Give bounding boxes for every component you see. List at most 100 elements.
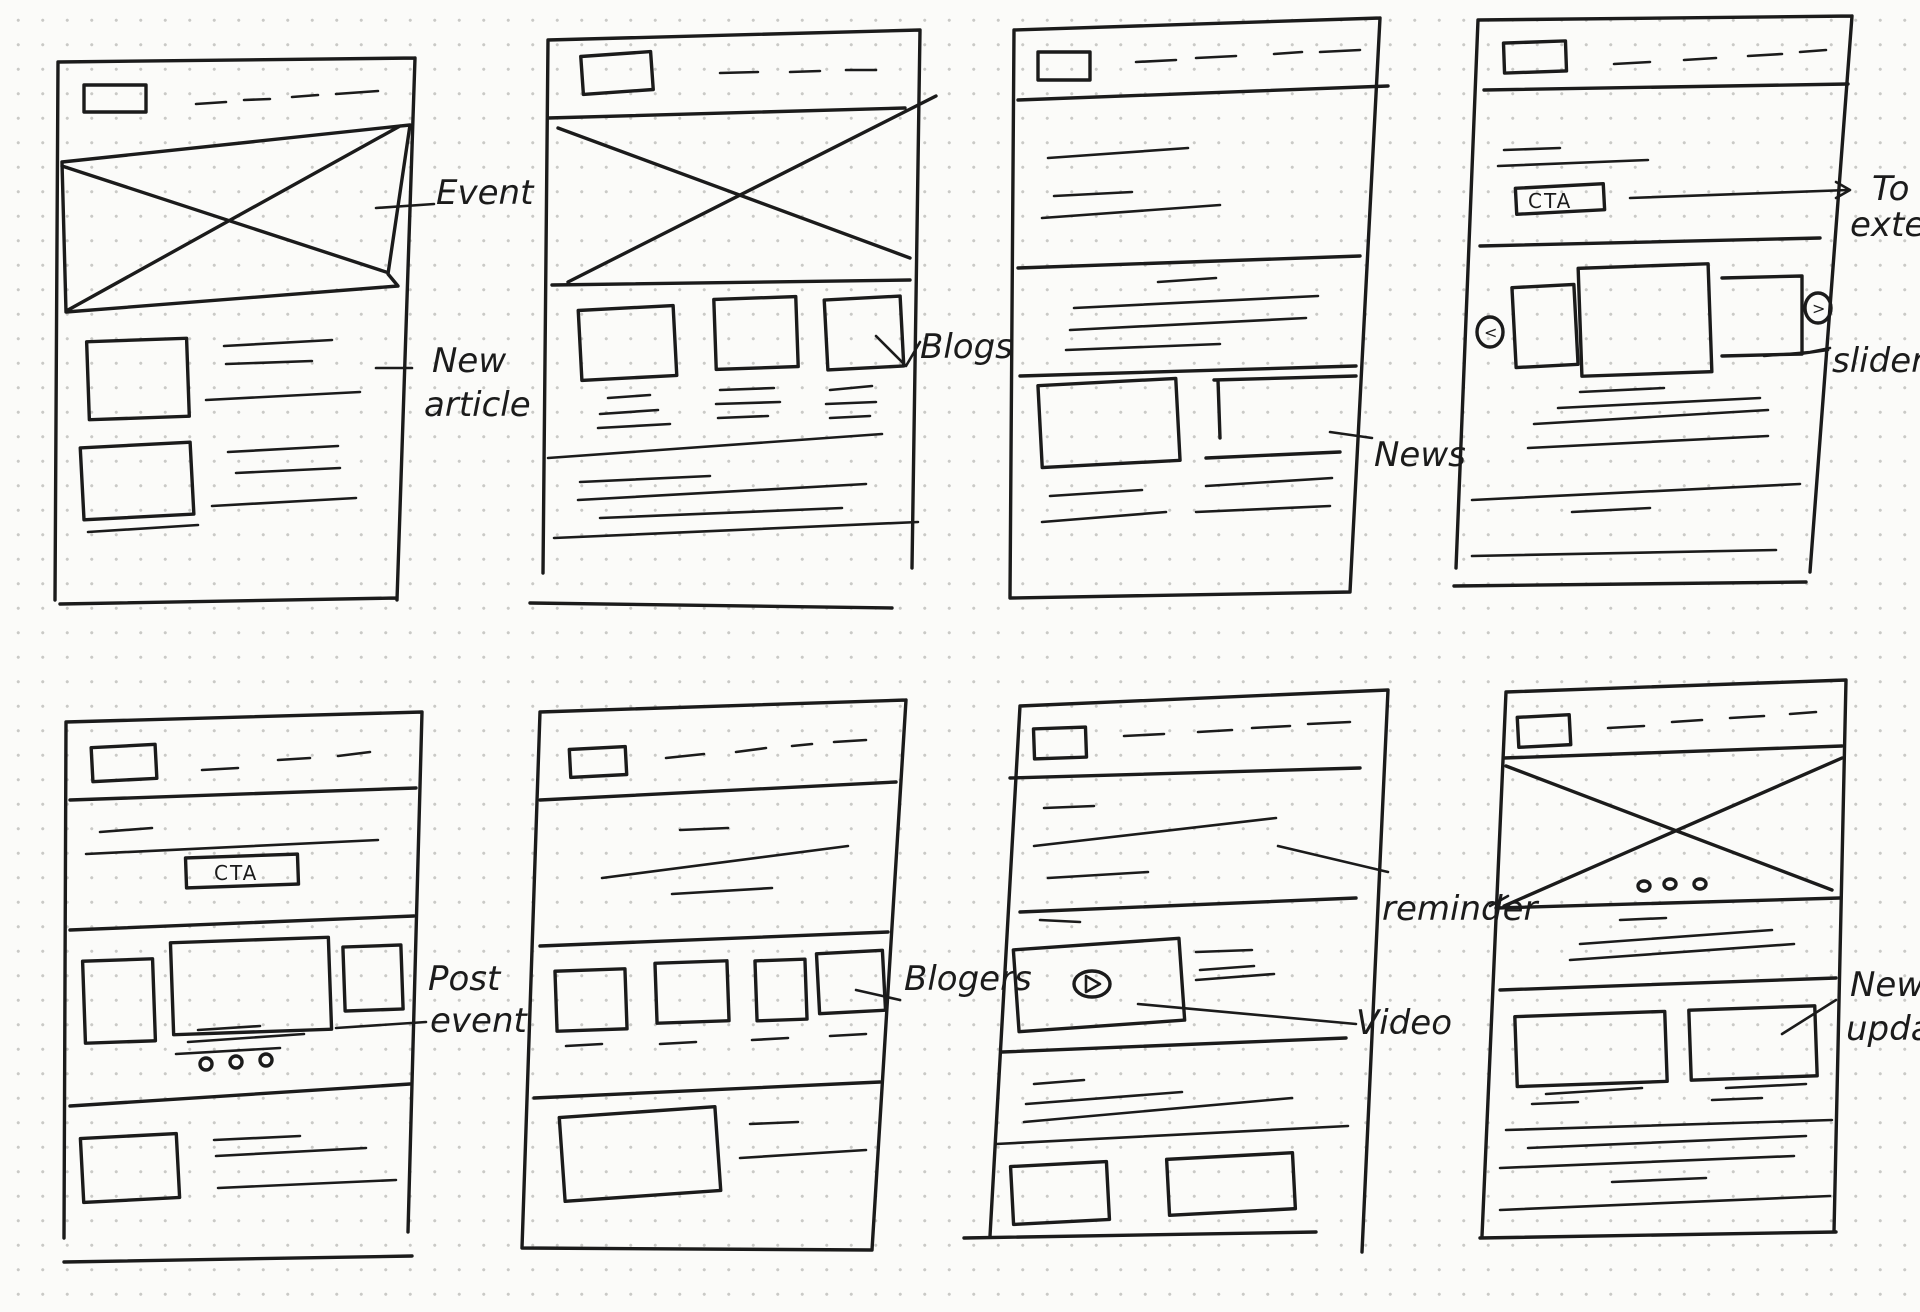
- section-divider: [1498, 976, 1838, 992]
- slide-center: [1576, 262, 1714, 378]
- hero-text: [1040, 146, 1222, 220]
- wireframe-2: [528, 28, 938, 610]
- annotation-new-article-line2: article: [424, 385, 531, 425]
- wireframe-6: [520, 698, 908, 1252]
- annotation-leaders: [334, 202, 1838, 1036]
- logo-placeholder: [1031, 725, 1089, 761]
- logo-placeholder: [89, 742, 159, 784]
- blogger-card-1: [553, 967, 629, 1033]
- slider-prev-button[interactable]: [1475, 315, 1505, 349]
- news-divider: [1018, 364, 1358, 378]
- footer-text: [546, 432, 920, 540]
- update-card-1: [1513, 1009, 1669, 1089]
- pager-dot-3[interactable]: [1692, 877, 1708, 891]
- annotation-post-event-line1: Post: [428, 959, 502, 999]
- hero-text: [600, 826, 850, 896]
- blog-thumb-2: [712, 294, 800, 372]
- logo-placeholder: [1501, 39, 1569, 75]
- section-divider-2: [68, 1082, 412, 1108]
- pager-dot-1[interactable]: [1636, 879, 1652, 893]
- video-player[interactable]: [1011, 936, 1187, 1034]
- blogger-card-2: [653, 959, 731, 1025]
- header-line: [1016, 84, 1390, 102]
- annotation-slider: slider: [1832, 341, 1920, 381]
- news-thumb-1: [1008, 1159, 1112, 1227]
- frame-outline: [1452, 14, 1854, 588]
- pager-dot-2[interactable]: [228, 1054, 244, 1070]
- frame-outline: [528, 28, 922, 610]
- blogger-card-3: [753, 957, 809, 1023]
- frame-outline: [53, 56, 417, 606]
- slide-caption: [1526, 386, 1770, 450]
- wireframe-7: [962, 688, 1390, 1254]
- logo-placeholder: [567, 744, 629, 780]
- frame-outline: [62, 710, 424, 1264]
- hero-image-placeholder: [60, 123, 412, 314]
- header-line: [68, 786, 418, 802]
- hero-text: [1568, 916, 1796, 962]
- hero-image-placeholder: [546, 94, 938, 287]
- slide-right: [1720, 274, 1804, 358]
- wireframe-8: [1478, 678, 1848, 1240]
- logo-placeholder: [579, 49, 655, 97]
- news-thumb-2: [1164, 1151, 1298, 1217]
- cta-button[interactable]: [1513, 182, 1607, 216]
- article-thumb: [78, 1131, 182, 1205]
- feature-text: [738, 1120, 868, 1160]
- article-thumb-1: [84, 336, 191, 422]
- leader-reminder: [1488, 894, 1510, 908]
- wireframe-1: [53, 56, 417, 606]
- blog-captions: [596, 384, 878, 430]
- nav-dashes: [1612, 48, 1828, 66]
- header-line: [1482, 82, 1850, 92]
- hero-text: [1032, 804, 1278, 880]
- reminder-pointer: [1276, 844, 1390, 874]
- pager-dot-3[interactable]: [258, 1052, 274, 1068]
- cta-button[interactable]: [183, 852, 301, 890]
- annotation-new-update-line1: New: [1850, 965, 1920, 1005]
- header-line: [1008, 766, 1362, 780]
- hero-image-placeholder: [1494, 744, 1844, 910]
- nav-dashes: [1134, 48, 1362, 64]
- video-label-line: [1038, 918, 1082, 924]
- leader-slider: [1798, 348, 1830, 356]
- pager-dot-2[interactable]: [1662, 877, 1678, 891]
- wireframe-4: CTA < >: [1452, 14, 1854, 588]
- article-thumb-2: [78, 440, 196, 522]
- article-text-2: [86, 444, 358, 534]
- update-text: [1530, 1082, 1808, 1106]
- intro-text: [1064, 276, 1320, 352]
- video-text: [1194, 948, 1276, 982]
- wireframe-5: CTA: [62, 710, 424, 1264]
- event-slide-left: [80, 957, 158, 1045]
- slider-prev-glyph: <: [1484, 323, 1497, 342]
- leader-post-event: [334, 1020, 428, 1030]
- cta-label: CTA: [1528, 189, 1572, 213]
- wireframe-3: [1008, 16, 1390, 600]
- event-caption: [174, 1024, 306, 1056]
- annotation-news: News: [1374, 435, 1466, 475]
- annotation-reminder: reminder: [1382, 889, 1540, 929]
- nav-dashes: [664, 738, 868, 760]
- news-text: [994, 1078, 1350, 1146]
- header-line: [538, 780, 898, 802]
- slide-left: [1510, 282, 1580, 370]
- section-divider: [1018, 896, 1358, 914]
- slider-next-button[interactable]: [1803, 291, 1833, 325]
- slider-next-glyph: >: [1812, 299, 1825, 318]
- nav-dashes: [1606, 710, 1818, 730]
- leader-news: [1328, 430, 1374, 440]
- annotation-post-event-line2: event: [430, 1001, 529, 1041]
- frame-outline: [962, 688, 1390, 1254]
- section-divider: [1478, 236, 1822, 248]
- frame-outline: [1478, 678, 1848, 1240]
- update-card-2: [1687, 1004, 1819, 1082]
- frame-outline: [1008, 16, 1382, 600]
- nav-dashes: [194, 89, 380, 106]
- section-divider: [538, 930, 890, 948]
- pager-dot-1[interactable]: [198, 1056, 214, 1072]
- section-divider-2: [1000, 1036, 1348, 1054]
- play-button-icon[interactable]: [1072, 969, 1112, 999]
- event-slide-right: [341, 943, 405, 1013]
